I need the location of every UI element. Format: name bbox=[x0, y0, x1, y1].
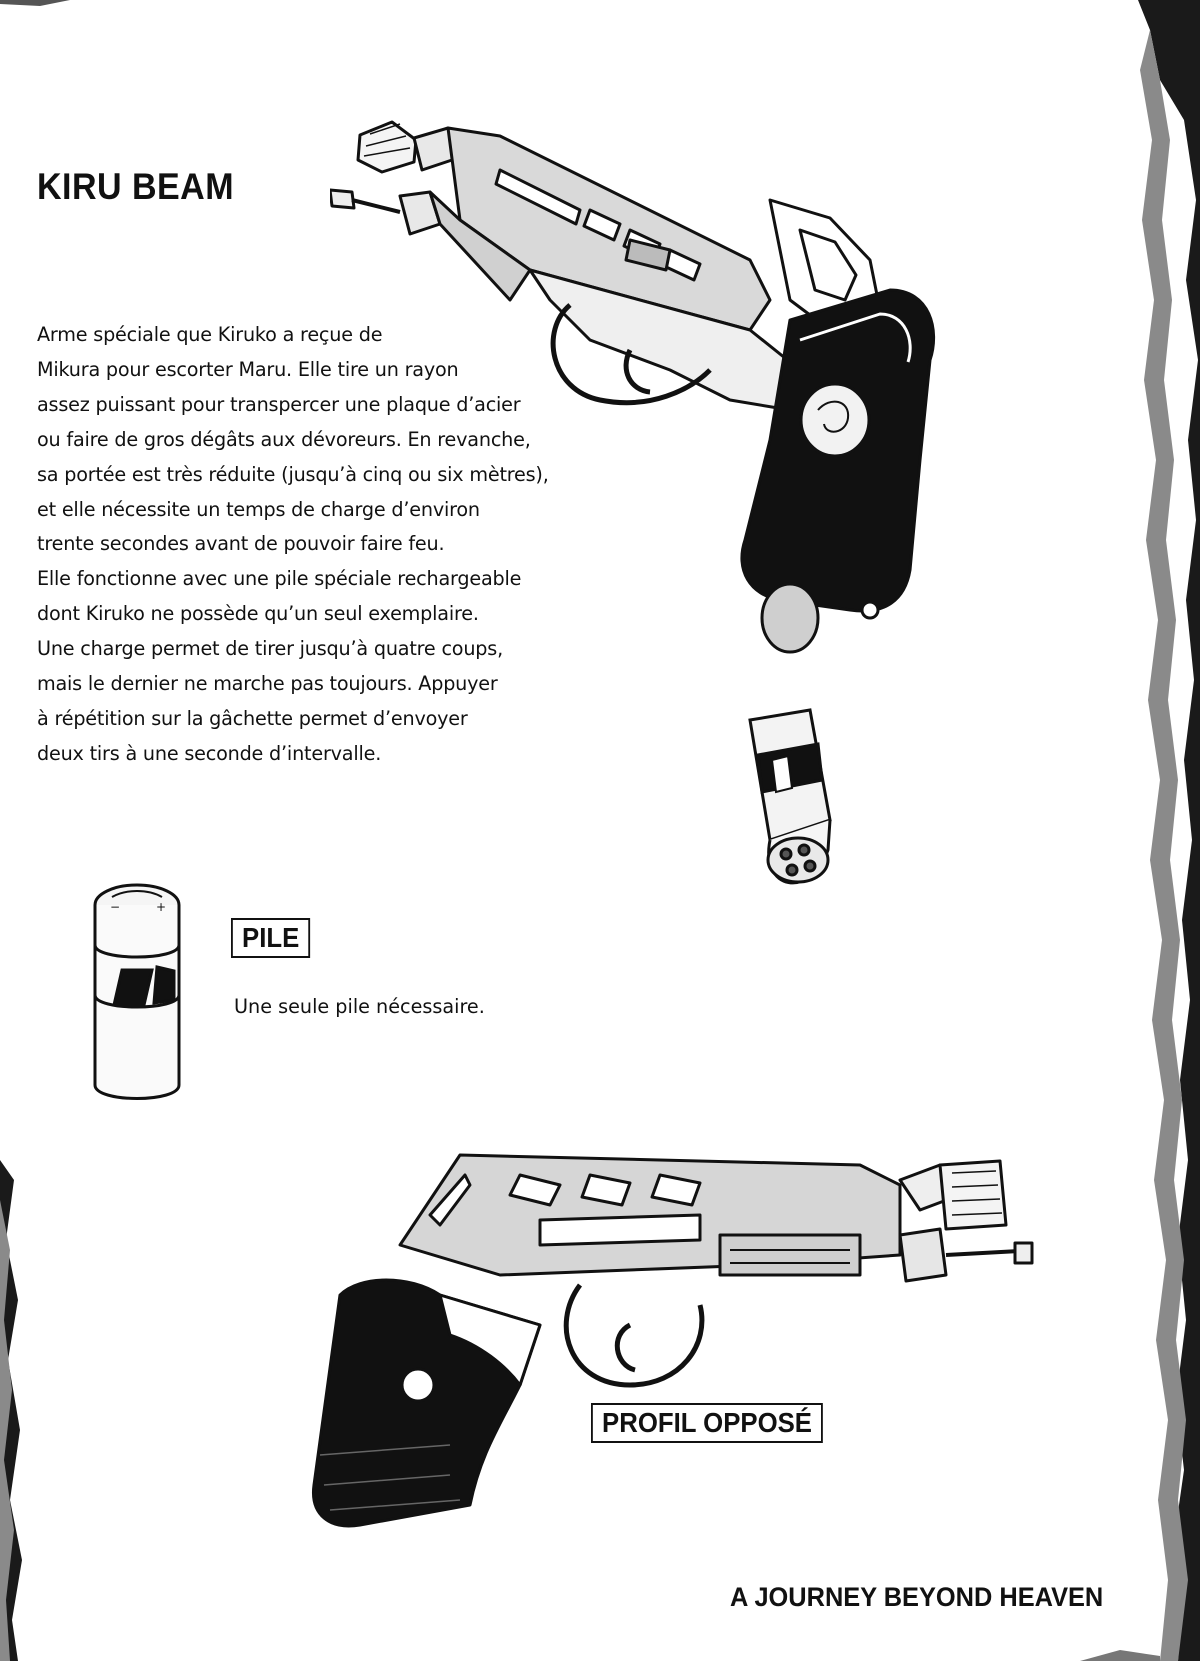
description-line: Elle fonctionne avec une pile spéciale r… bbox=[37, 567, 522, 591]
description-line: trente secondes avant de pouvoir faire f… bbox=[37, 532, 445, 556]
battery-minus-terminal: − bbox=[110, 900, 120, 914]
description-line: dont Kiruko ne possède qu’un seul exempl… bbox=[37, 602, 479, 626]
kiru-beam-gun-illustration bbox=[330, 120, 936, 654]
battery-caption: Une seule pile nécessaire. bbox=[234, 995, 485, 1018]
series-title: A JOURNEY BEYOND HEAVEN bbox=[730, 1582, 1104, 1612]
description-line: à répétition sur la gâchette permet d’en… bbox=[37, 706, 468, 730]
page-title: KIRU BEAM bbox=[37, 166, 235, 207]
description-line: sa portée est très réduite (jusqu’à cinq… bbox=[37, 462, 549, 486]
weapon-description: Arme spéciale que Kiruko a reçue de Miku… bbox=[37, 318, 597, 772]
description-line: assez puissant pour transpercer une plaq… bbox=[37, 392, 521, 416]
description-line: ou faire de gros dégâts aux dévoreurs. E… bbox=[37, 427, 531, 451]
ejected-battery-illustration bbox=[748, 708, 832, 885]
opposite-profile-gun-illustration bbox=[312, 1153, 1034, 1528]
description-line: et elle nécessite un temps de charge d’e… bbox=[37, 497, 480, 521]
description-line: Arme spéciale que Kiruko a reçue de bbox=[37, 323, 383, 346]
description-line: Mikura pour escorter Maru. Elle tire un … bbox=[37, 357, 459, 381]
opposite-profile-label: PROFIL OPPOSÉ bbox=[591, 1403, 824, 1443]
description-line: Une charge permet de tirer jusqu’à quatr… bbox=[37, 637, 503, 661]
description-line: deux tirs à une seconde d’intervalle. bbox=[37, 741, 382, 765]
description-line: mais le dernier ne marche pas toujours. … bbox=[37, 672, 498, 696]
battery-icon: − + bbox=[93, 883, 181, 1100]
battery-illustration: − + bbox=[82, 875, 192, 1115]
battery-plus-terminal: + bbox=[156, 900, 166, 914]
battery-label: PILE bbox=[231, 918, 311, 958]
